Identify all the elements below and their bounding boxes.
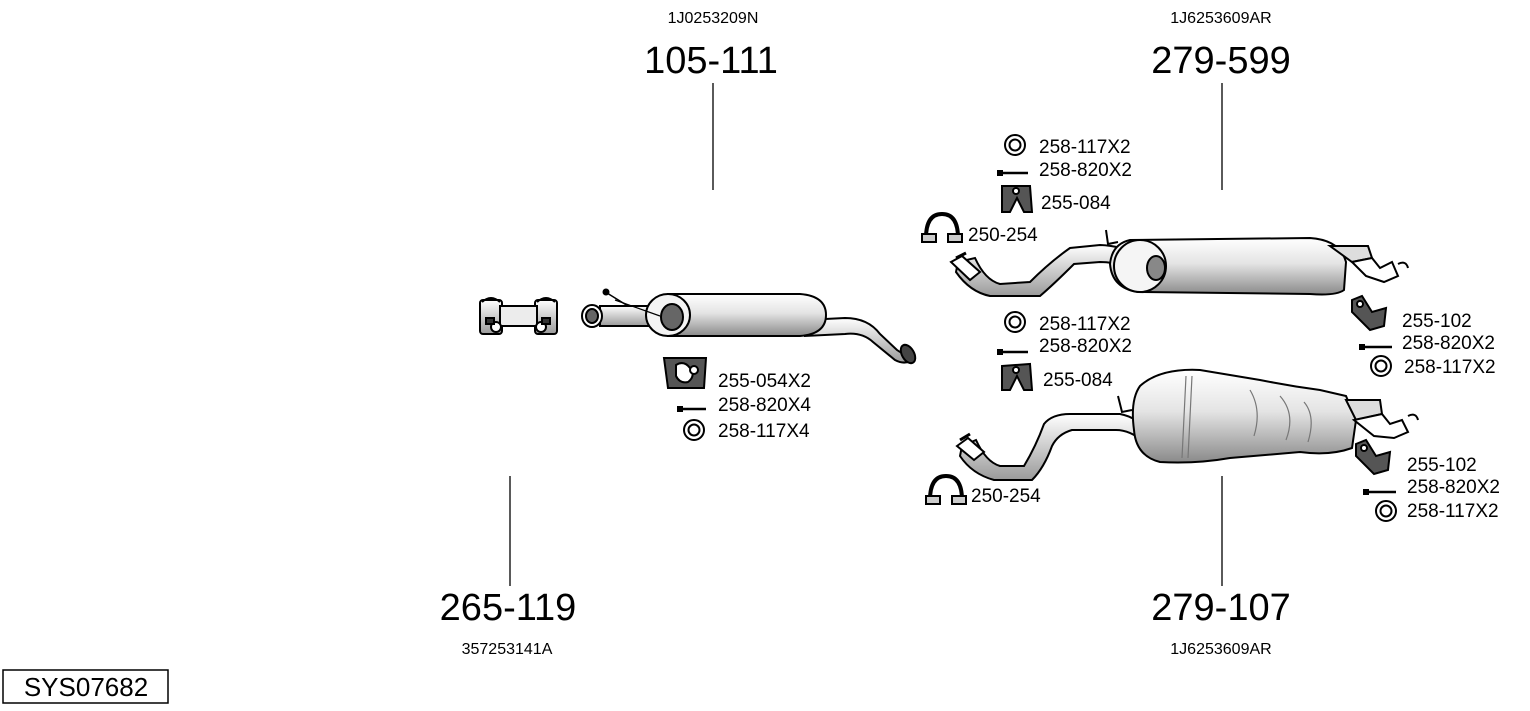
accessory-bottom-clamp[interactable]: 250-254 — [971, 486, 1041, 507]
bolt-258-820-icon — [677, 406, 706, 412]
connector-part — [479, 297, 558, 335]
accessory-center-bolt[interactable]: 258-820X4 — [718, 395, 811, 416]
part-number-279-107[interactable]: 279-107 — [1151, 587, 1290, 629]
system-id-box — [2, 669, 169, 704]
bolt-258-820-icon — [1359, 344, 1392, 350]
system-id: SYS07682 — [24, 672, 148, 702]
oem-number-279-107: 1J6253609AR — [1170, 641, 1271, 658]
accessory-mid-ring[interactable]: 258-117X2 — [1039, 314, 1131, 335]
accessory-center-ring[interactable]: 258-117X4 — [718, 421, 810, 442]
accessory-bottom-right-bolt[interactable]: 258-820X2 — [1407, 477, 1500, 498]
oem-number-279-599: 1J6253609AR — [1170, 10, 1271, 27]
accessory-top-right-ring[interactable]: 258-117X2 — [1404, 357, 1496, 378]
bolt-258-820-icon — [1363, 489, 1396, 495]
ring-258-117-icon — [1004, 134, 1026, 156]
hanger-255-054-icon — [662, 357, 708, 389]
clamp-250-254-icon — [925, 473, 967, 505]
part-number-279-599[interactable]: 279-599 — [1151, 40, 1290, 82]
oem-number-265-119: 357253141A — [462, 641, 553, 658]
ring-258-117-icon — [1375, 500, 1397, 522]
accessory-top-bolt[interactable]: 258-820X2 — [1039, 160, 1132, 181]
accessory-mid-bolt[interactable]: 258-820X2 — [1039, 336, 1132, 357]
ring-258-117-icon — [1004, 311, 1026, 333]
hanger-255-102-icon — [1351, 294, 1388, 332]
clamp-250-254-icon — [921, 211, 963, 243]
accessory-bottom-right-hanger[interactable]: 255-102 — [1407, 455, 1477, 476]
rear-muffler-279-107-part — [955, 368, 1419, 481]
accessory-top-right-hanger[interactable]: 255-102 — [1402, 311, 1472, 332]
accessory-bottom-right-ring[interactable]: 258-117X2 — [1407, 501, 1499, 522]
ring-258-117-icon — [1370, 355, 1392, 377]
accessory-top-ring[interactable]: 258-117X2 — [1039, 137, 1131, 158]
ring-258-117-icon — [683, 419, 705, 441]
hanger-255-084-icon — [1001, 362, 1034, 391]
part-number-105-111[interactable]: 105-111 — [644, 40, 778, 82]
bolt-258-820-icon — [997, 349, 1028, 355]
accessory-center-hanger[interactable]: 255-054X2 — [718, 371, 811, 392]
oem-number-105-111: 1J0253209N — [668, 10, 759, 27]
bolt-258-820-icon — [997, 170, 1028, 176]
accessory-top-clamp[interactable]: 250-254 — [968, 225, 1038, 246]
center-muffler-part — [581, 288, 917, 365]
rear-muffler-279-599-part — [949, 229, 1409, 297]
accessory-mid-hanger[interactable]: 255-084 — [1043, 370, 1113, 391]
hanger-255-102-icon — [1355, 438, 1392, 476]
accessory-top-right-bolt[interactable]: 258-820X2 — [1402, 333, 1495, 354]
accessory-top-hanger[interactable]: 255-084 — [1041, 193, 1111, 214]
part-number-265-119[interactable]: 265-119 — [440, 587, 577, 629]
hanger-255-084-icon — [1001, 185, 1034, 213]
